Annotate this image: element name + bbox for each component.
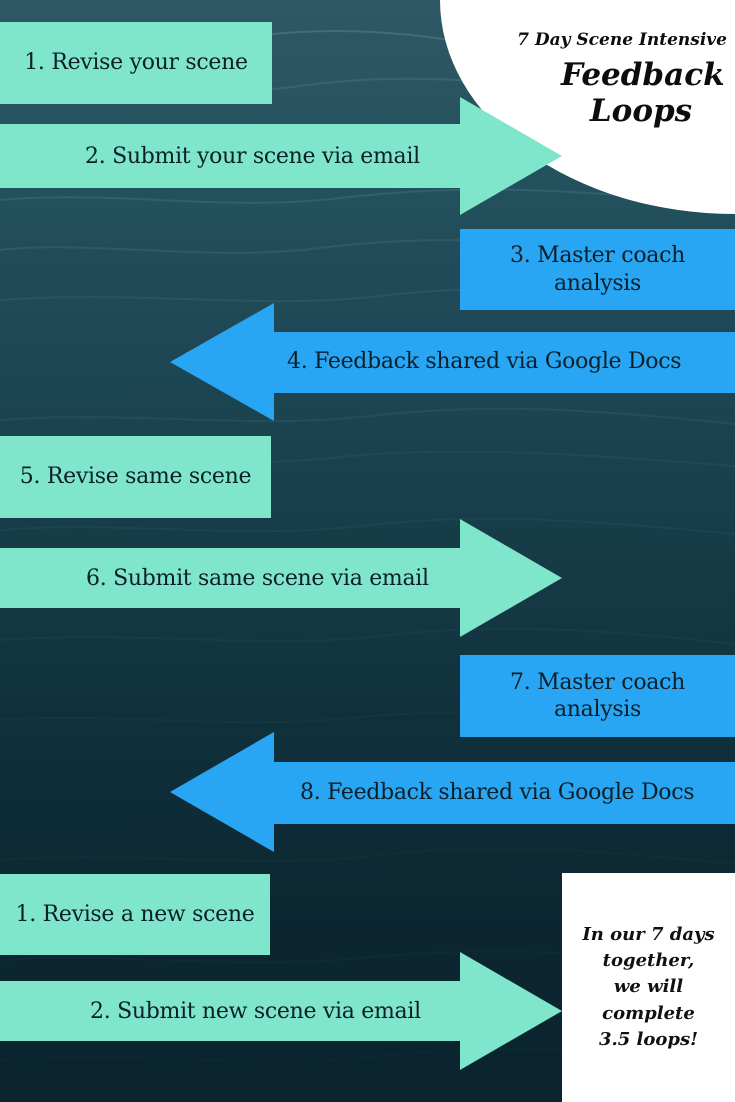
summary-note: In our 7 days together, we will complete… (574, 922, 724, 1052)
title-line-2: Loops (589, 92, 693, 129)
step-label: 1. Revise a new scene (15, 901, 255, 927)
note-line-2: together, (602, 950, 695, 972)
step-label-feedback-shared: 4. Feedback shared via Google Docs (287, 348, 682, 374)
step-label-line-1: 3. Master coach (510, 243, 685, 268)
step-label-submit-same-scene: 6. Submit same scene via email (86, 565, 429, 591)
step-label-submit-new-scene: 2. Submit new scene via email (90, 998, 421, 1024)
title-line-1: Feedback (561, 57, 725, 93)
step-arrow-submit-your-scene (0, 97, 562, 215)
step-arrow-submit-new-scene (0, 952, 562, 1070)
step-box-master-coach-analysis: 3. Master coach analysis (460, 229, 735, 310)
page-title: Feedback Loops (561, 57, 725, 129)
step-label-line-2: analysis (553, 270, 642, 296)
note-line-3: we will (613, 976, 684, 998)
step-label: 1. Revise your scene (24, 50, 248, 76)
step-label: 5. Revise same scene (19, 464, 252, 490)
step-arrow-submit-same-scene (0, 519, 562, 637)
subtitle: 7 Day Scene Intensive (517, 30, 727, 50)
step-label-line-1: 7. Master coach (510, 669, 685, 695)
note-line-5: 3.5 loops! (598, 1028, 699, 1050)
step-box-master-coach-analysis-2: 7. Master coach analysis (460, 655, 735, 737)
step-label: 3. Master coach analysis (460, 242, 735, 297)
note-line-1: In our 7 days (582, 924, 715, 946)
step-label: 7. Master coach analysis (460, 669, 735, 724)
step-arrow-feedback-shared-2 (170, 732, 735, 852)
summary-note-card: In our 7 days together, we will complete… (562, 873, 735, 1102)
step-arrow-feedback-shared (170, 303, 735, 421)
step-label-submit-your-scene: 2. Submit your scene via email (85, 143, 420, 169)
step-box-revise-new-scene: 1. Revise a new scene (0, 874, 270, 955)
note-line-4: complete (602, 1002, 695, 1024)
step-box-revise-your-scene: 1. Revise your scene (0, 22, 272, 104)
step-box-revise-same-scene: 5. Revise same scene (0, 436, 271, 518)
step-label-feedback-shared-2: 8. Feedback shared via Google Docs (300, 779, 695, 805)
step-label-line-2: analysis (553, 697, 642, 722)
